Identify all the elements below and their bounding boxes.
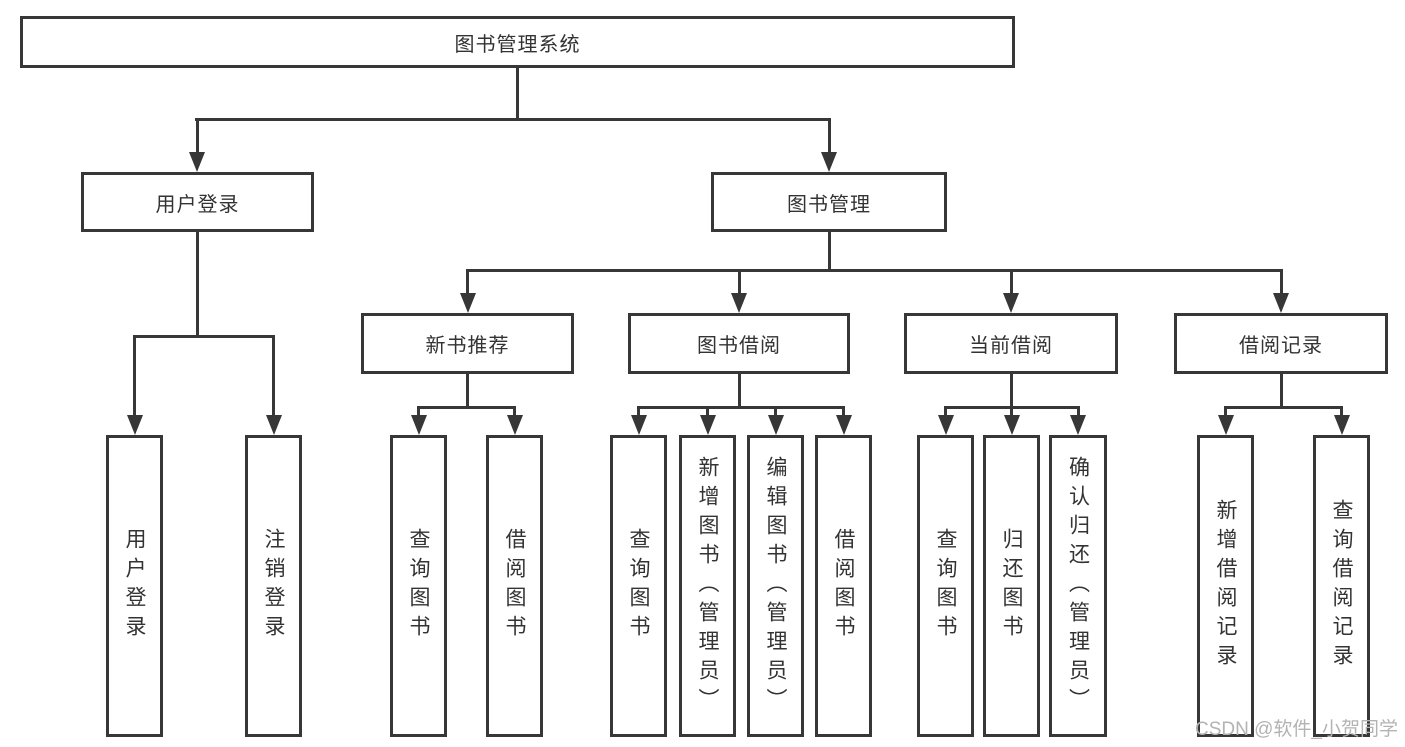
- arrow-down-icon: [731, 293, 747, 313]
- arrow-down-icon: [506, 415, 523, 435]
- leaf-user-login: 用户登录: [106, 435, 163, 737]
- node-borrow-records: 借阅记录: [1174, 313, 1388, 374]
- arrow-down-icon: [1273, 293, 1289, 313]
- watermark: CSDN @软件_小贺同学: [1195, 719, 1398, 740]
- leaf-query-borrow-record: 查询借阅记录: [1313, 435, 1370, 737]
- connector-line-vertical: [827, 118, 831, 156]
- leaf-label: 确认归还（管理员）: [1066, 455, 1090, 717]
- connector-line-vertical: [774, 406, 777, 417]
- connector-line-vertical: [1279, 269, 1283, 296]
- leaf-label: 查询图书: [934, 528, 957, 644]
- leaf-label: 借阅图书: [832, 528, 855, 644]
- node-current-borrowing: 当前借阅: [904, 313, 1118, 374]
- connector-line-horizontal: [133, 335, 275, 338]
- leaf-logout: 注销登录: [245, 435, 302, 737]
- connector-line-vertical: [417, 406, 420, 417]
- node-user-login-branch: 用户登录: [81, 172, 314, 232]
- leaf-label: 归还图书: [1000, 528, 1023, 644]
- leaf-add-borrow-record: 新增借阅记录: [1197, 435, 1254, 737]
- connector-line-vertical: [737, 269, 741, 296]
- connector-line-vertical: [133, 335, 136, 417]
- leaf-label: 新增借阅记录: [1214, 499, 1237, 673]
- arrow-down-icon: [459, 293, 476, 313]
- connector-line-horizontal: [466, 269, 1283, 272]
- arrow-down-icon: [821, 152, 837, 172]
- connector-line-vertical: [272, 335, 275, 417]
- connector-line-vertical: [737, 374, 741, 408]
- node-label: 用户登录: [155, 193, 240, 216]
- connector-line-horizontal: [1224, 406, 1343, 409]
- arrow-down-icon: [937, 415, 954, 435]
- node-root-label: 图书管理系统: [454, 33, 581, 56]
- arrow-down-icon: [189, 152, 205, 172]
- leaf-borrow-books-2: 借阅图书: [815, 435, 872, 737]
- leaf-label: 查询图书: [407, 528, 430, 644]
- node-label: 图书借阅: [697, 335, 781, 357]
- connector-line-vertical: [513, 406, 516, 417]
- connector-line-vertical: [466, 374, 469, 408]
- leaf-query-books-2: 查询图书: [610, 435, 667, 737]
- node-label: 当前借阅: [969, 335, 1053, 357]
- connector-line-vertical: [1340, 406, 1343, 417]
- leaf-label: 新增图书（管理员）: [696, 455, 719, 717]
- arrow-down-icon: [699, 415, 716, 435]
- connector-line-vertical: [1009, 269, 1013, 296]
- connector-line-vertical: [637, 406, 640, 417]
- leaf-add-book-admin: 新增图书（管理员）: [679, 435, 736, 737]
- connector-line-vertical: [1279, 374, 1283, 408]
- leaf-query-books-1: 查询图书: [390, 435, 447, 737]
- arrow-down-icon: [265, 415, 282, 435]
- arrow-down-icon: [835, 415, 852, 435]
- connector-line-horizontal: [195, 118, 831, 121]
- connector-line-horizontal: [637, 406, 845, 409]
- connector-line-vertical: [466, 269, 469, 296]
- connector-line-vertical: [1010, 406, 1013, 417]
- leaf-label: 注销登录: [262, 528, 285, 644]
- leaf-label: 编辑图书（管理员）: [764, 455, 787, 717]
- leaf-query-books-3: 查询图书: [917, 435, 974, 737]
- node-label: 借阅记录: [1239, 335, 1323, 357]
- arrow-down-icon: [767, 415, 784, 435]
- connector-line-vertical: [1009, 374, 1013, 408]
- connector-line-vertical: [944, 406, 947, 417]
- node-book-borrowing: 图书借阅: [628, 313, 850, 374]
- arrow-down-icon: [1003, 415, 1020, 435]
- node-label: 新书推荐: [425, 335, 510, 357]
- arrow-down-icon: [410, 415, 427, 435]
- connector-line-vertical: [516, 66, 519, 120]
- leaf-label: 借阅图书: [503, 528, 526, 644]
- connector-line-vertical: [195, 118, 199, 156]
- connector-line-vertical: [827, 232, 831, 271]
- arrow-down-icon: [1070, 415, 1086, 435]
- node-label: 图书管理: [787, 193, 871, 216]
- leaf-label: 查询图书: [627, 528, 650, 644]
- arrow-down-icon: [630, 415, 647, 435]
- node-root: 图书管理系统: [20, 16, 1015, 68]
- connector-line-vertical: [842, 406, 845, 417]
- leaf-edit-book-admin: 编辑图书（管理员）: [747, 435, 804, 737]
- leaf-borrow-books-1: 借阅图书: [486, 435, 543, 737]
- connector-line-vertical: [706, 406, 709, 417]
- connector-line-vertical: [196, 232, 199, 337]
- leaf-confirm-return-admin: 确认归还（管理员）: [1049, 435, 1107, 737]
- node-new-book-recommend: 新书推荐: [361, 313, 574, 374]
- arrow-down-icon: [1333, 415, 1350, 435]
- connector-line-horizontal: [944, 406, 1079, 409]
- arrow-down-icon: [1217, 415, 1234, 435]
- arrow-down-icon: [126, 415, 143, 435]
- connector-line-vertical: [1224, 406, 1227, 417]
- node-book-management-branch: 图书管理: [711, 172, 947, 232]
- leaf-label: 查询借阅记录: [1330, 499, 1353, 673]
- arrow-down-icon: [1003, 293, 1019, 313]
- leaf-label: 用户登录: [123, 528, 146, 644]
- leaf-return-book: 归还图书: [983, 435, 1040, 737]
- connector-line-vertical: [1076, 406, 1080, 417]
- connector-line-horizontal: [417, 406, 516, 409]
